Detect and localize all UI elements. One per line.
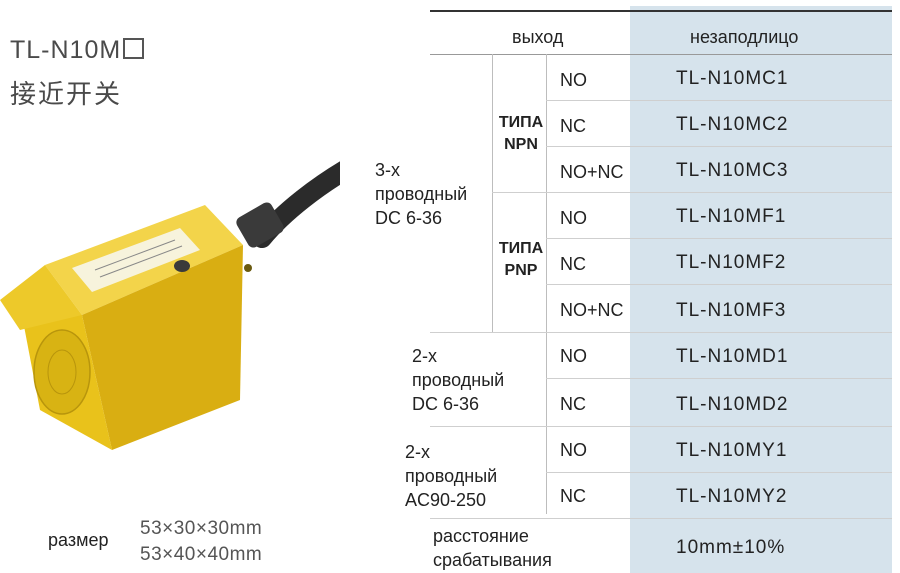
row-separator xyxy=(492,192,892,193)
row-model: TL-N10MC2 xyxy=(676,114,789,135)
group-2wire-ac-line2: проводный xyxy=(405,466,498,486)
row-model: TL-N10MC1 xyxy=(676,68,789,89)
row-separator xyxy=(430,426,892,427)
row-separator xyxy=(546,100,892,101)
row-output: NC xyxy=(560,486,586,506)
row-model: TL-N10MF1 xyxy=(676,206,787,227)
row-output: NO xyxy=(560,346,587,366)
row-output: NC xyxy=(560,116,586,136)
header-output: выход xyxy=(512,27,564,47)
row-output: NC xyxy=(560,254,586,274)
group-2wire-dc-line2: проводный xyxy=(412,370,505,390)
indicator-led-icon xyxy=(174,260,190,272)
type-npn-line2: NPN xyxy=(504,136,538,153)
type-npn: ТИПА NPN xyxy=(496,112,546,156)
cable-gland-icon xyxy=(236,202,284,248)
size-value-1: 53×30×30mm xyxy=(140,518,263,539)
sensor-right-face xyxy=(82,245,243,450)
row-separator xyxy=(546,284,892,285)
placeholder-box-icon xyxy=(123,38,145,59)
group-3wire-line1: 3-х xyxy=(375,160,401,180)
header-mount: незаподлицо xyxy=(690,27,799,47)
row-output: NO xyxy=(560,208,587,228)
row-output: NO xyxy=(560,440,587,460)
row-separator xyxy=(546,238,892,239)
proximity-sensor-image xyxy=(0,161,340,450)
row-model: TL-N10MY2 xyxy=(676,486,788,507)
group-3wire: 3-х проводный DC 6-36 xyxy=(375,158,467,230)
product-title-text: TL-N10M xyxy=(10,36,122,64)
header-rule xyxy=(430,54,892,55)
row-model: TL-N10MF3 xyxy=(676,300,787,321)
size-value-2: 53×40×40mm xyxy=(140,544,263,565)
distance-label: расстояние срабатывания xyxy=(433,524,552,572)
sensing-face-icon xyxy=(33,329,91,415)
group-2wire-ac: 2-х проводный AC90-250 xyxy=(405,440,497,512)
row-output: NO+NC xyxy=(560,162,624,182)
type-pnp-line1: ТИПА xyxy=(498,240,544,257)
type-pnp: ТИПА PNP xyxy=(496,238,546,282)
group-2wire-dc-line3: DC 6-36 xyxy=(412,394,480,414)
distance-label-line1: расстояние xyxy=(433,526,529,546)
distance-value: 10mm±10% xyxy=(676,537,786,558)
row-separator xyxy=(430,332,892,333)
row-separator xyxy=(430,518,892,519)
row-separator xyxy=(546,378,892,379)
row-model: TL-N10MD2 xyxy=(676,394,789,415)
row-model: TL-N10MD1 xyxy=(676,346,789,367)
type-npn-line1: ТИПА xyxy=(498,114,544,131)
row-separator xyxy=(546,472,892,473)
group-bracket-3wire xyxy=(492,54,493,332)
group-2wire-dc-line1: 2-х xyxy=(412,346,438,366)
row-output: NO xyxy=(560,70,587,90)
group-3wire-line2: проводный xyxy=(375,184,468,204)
row-model: TL-N10MF2 xyxy=(676,252,787,273)
group-2wire-ac-line1: 2-х xyxy=(405,442,431,462)
table-top-rule xyxy=(430,10,892,12)
group-2wire-dc: 2-х проводный DC 6-36 xyxy=(412,344,504,416)
type-pnp-line2: PNP xyxy=(504,262,538,279)
size-label: размер xyxy=(48,530,109,550)
row-output: NC xyxy=(560,394,586,414)
row-model: TL-N10MC3 xyxy=(676,160,789,181)
row-model: TL-N10MY1 xyxy=(676,440,788,461)
row-separator xyxy=(546,146,892,147)
product-subtitle: 接近开关 xyxy=(10,79,123,109)
distance-label-line2: срабатывания xyxy=(433,550,552,570)
row-output: NO+NC xyxy=(560,300,624,320)
group-3wire-line3: DC 6-36 xyxy=(375,208,443,228)
group-2wire-ac-line3: AC90-250 xyxy=(405,490,487,510)
product-title: TL-N10M xyxy=(10,36,145,65)
